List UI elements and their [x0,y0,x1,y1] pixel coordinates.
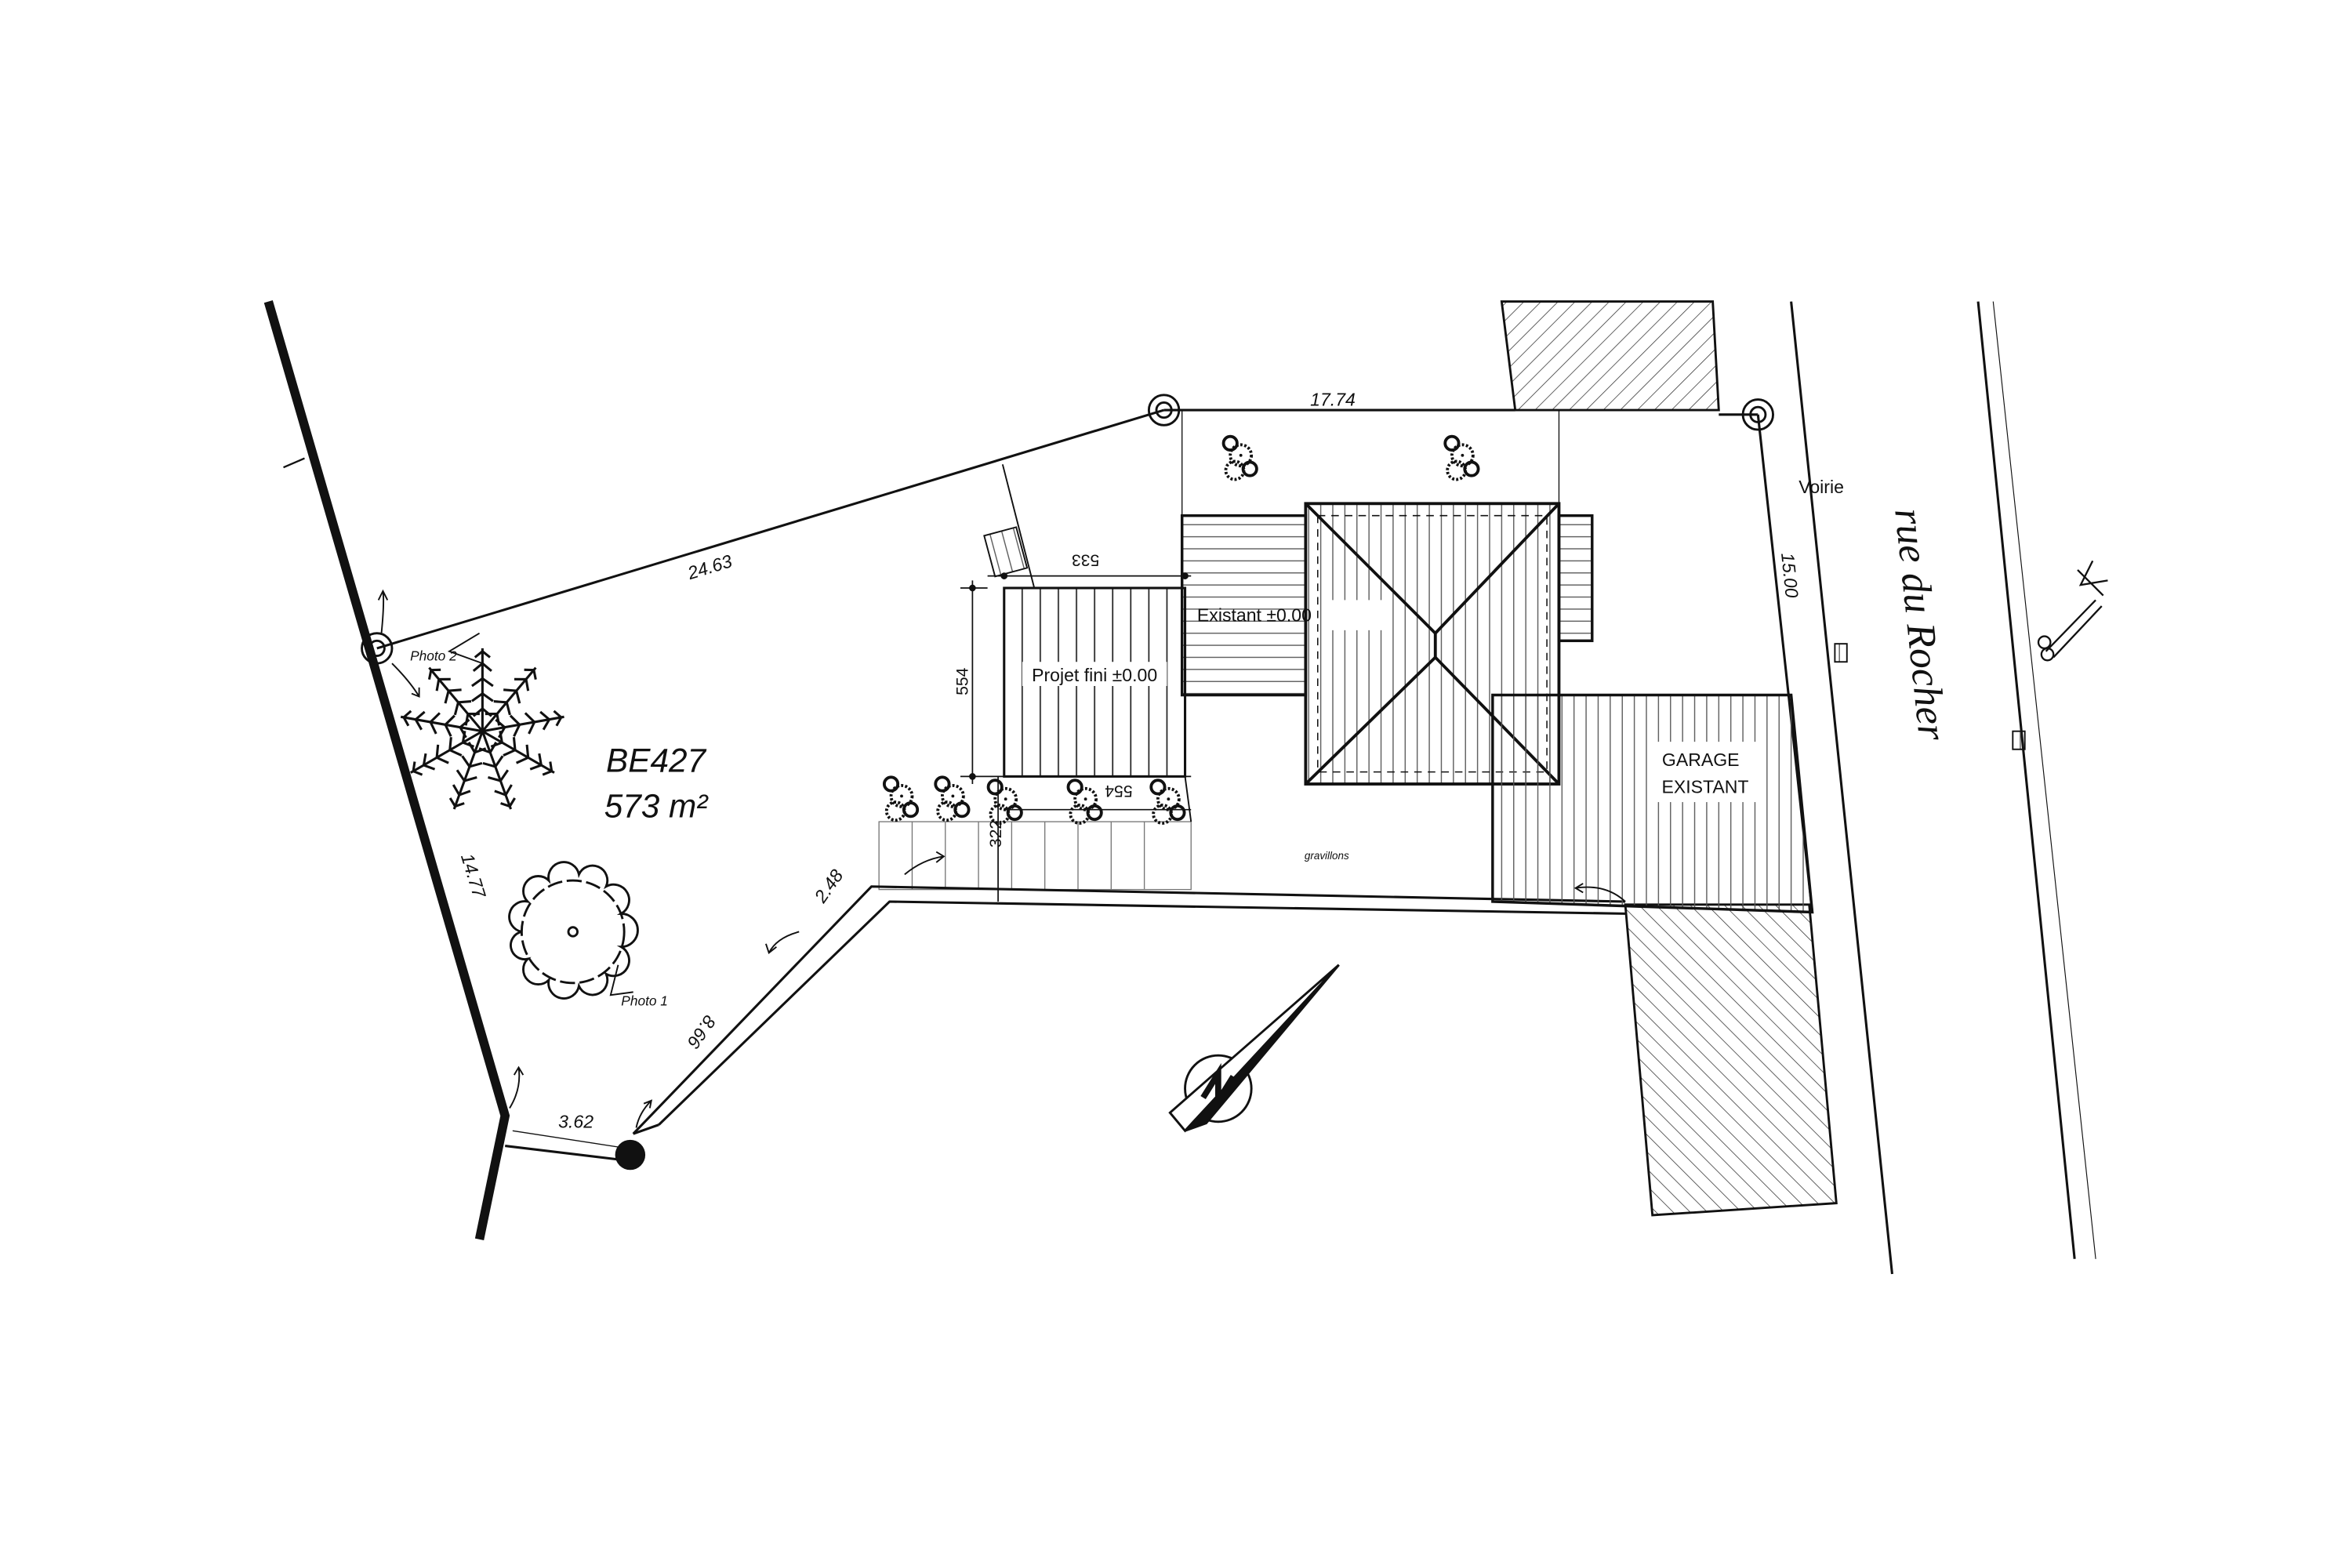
photo-1-label: Photo 1 [621,993,668,1009]
existing-house-label: Existant ±0.00 [1197,604,1312,625]
dimension-322: 322 [987,820,1005,848]
voirie-label: Voirie [1798,477,1844,497]
garage-label-line2: EXISTANT [1661,777,1748,797]
project-label: Projet fini ±0.00 [1032,665,1157,685]
street-lamp-icon [2037,560,2108,662]
paved-strip [878,821,1192,891]
dimension-17-74: 17.74 [1310,389,1356,409]
dimension-533: 533 [1072,551,1099,569]
north-arrow-icon [1168,964,1340,1133]
dimension-8-66: 8.66 [683,1011,720,1052]
photo-2-label: Photo 2 [410,648,457,663]
parcel-id: BE427 [606,742,706,779]
dimension-554-vertical: 554 [954,667,972,695]
dimension-3-62: 3.62 [558,1111,593,1131]
existing-garage [1491,693,1814,914]
street-edges [1790,301,2108,1275]
neighbor-building-south [1624,903,1838,1217]
parcel-area: 573 m² [604,787,710,824]
existing-house [1180,502,1594,786]
dimension-2-48: 2.48 [810,866,848,907]
dimension-554-bottom: 554 [1105,782,1133,800]
dimension-14-77: 14.77 [457,851,490,901]
garage-label-line1: GARAGE [1662,750,1740,770]
dimension-lines [960,572,1192,902]
street-name: rue du Rocher [1886,506,1955,743]
boundary-marker-icon [361,394,1774,665]
dimension-15-00: 15.00 [1777,552,1802,599]
tree-icon [508,861,639,1000]
gravel-label: gravillons [1305,850,1349,862]
survey-point-icon [615,1139,646,1171]
stairs [983,526,1029,578]
palm-tree-icon [397,648,568,815]
driveway [632,885,1626,1135]
neighbor-building-north [1500,300,1720,412]
dimension-24-63: 24.63 [684,550,735,583]
parcel-boundary-west [263,300,510,1240]
photo-viewpoint-icon [377,589,1626,1128]
